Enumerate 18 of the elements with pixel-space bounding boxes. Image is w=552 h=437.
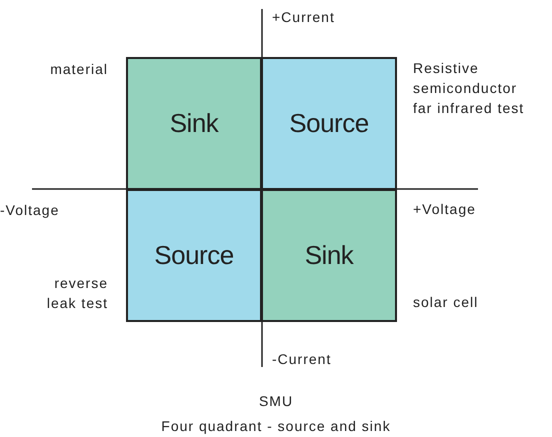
quadrant-box bbox=[261, 57, 397, 190]
application-note: solar cell bbox=[413, 293, 480, 312]
axis-label: +Voltage bbox=[413, 200, 477, 219]
application-note: reverse leak test bbox=[46, 274, 108, 313]
quadrant-label: Sink bbox=[304, 240, 354, 271]
quadrant-label: Sink bbox=[170, 108, 218, 139]
quadrant-box bbox=[126, 57, 262, 190]
quadrant-label: Source bbox=[289, 108, 369, 139]
caption: Four quadrant - source and sink bbox=[160, 417, 392, 436]
quadrant-box bbox=[126, 189, 262, 322]
quadrant-label: Source bbox=[154, 240, 234, 271]
diagram-title: SMU bbox=[258, 392, 294, 411]
axis-label: -Voltage bbox=[0, 201, 60, 220]
axis-label: +Current bbox=[272, 8, 336, 27]
application-note: Resistive semiconductor far infrared test bbox=[413, 59, 526, 118]
quadrant-box bbox=[261, 189, 397, 322]
application-note: material bbox=[49, 60, 108, 79]
axis-label: -Current bbox=[272, 350, 332, 369]
